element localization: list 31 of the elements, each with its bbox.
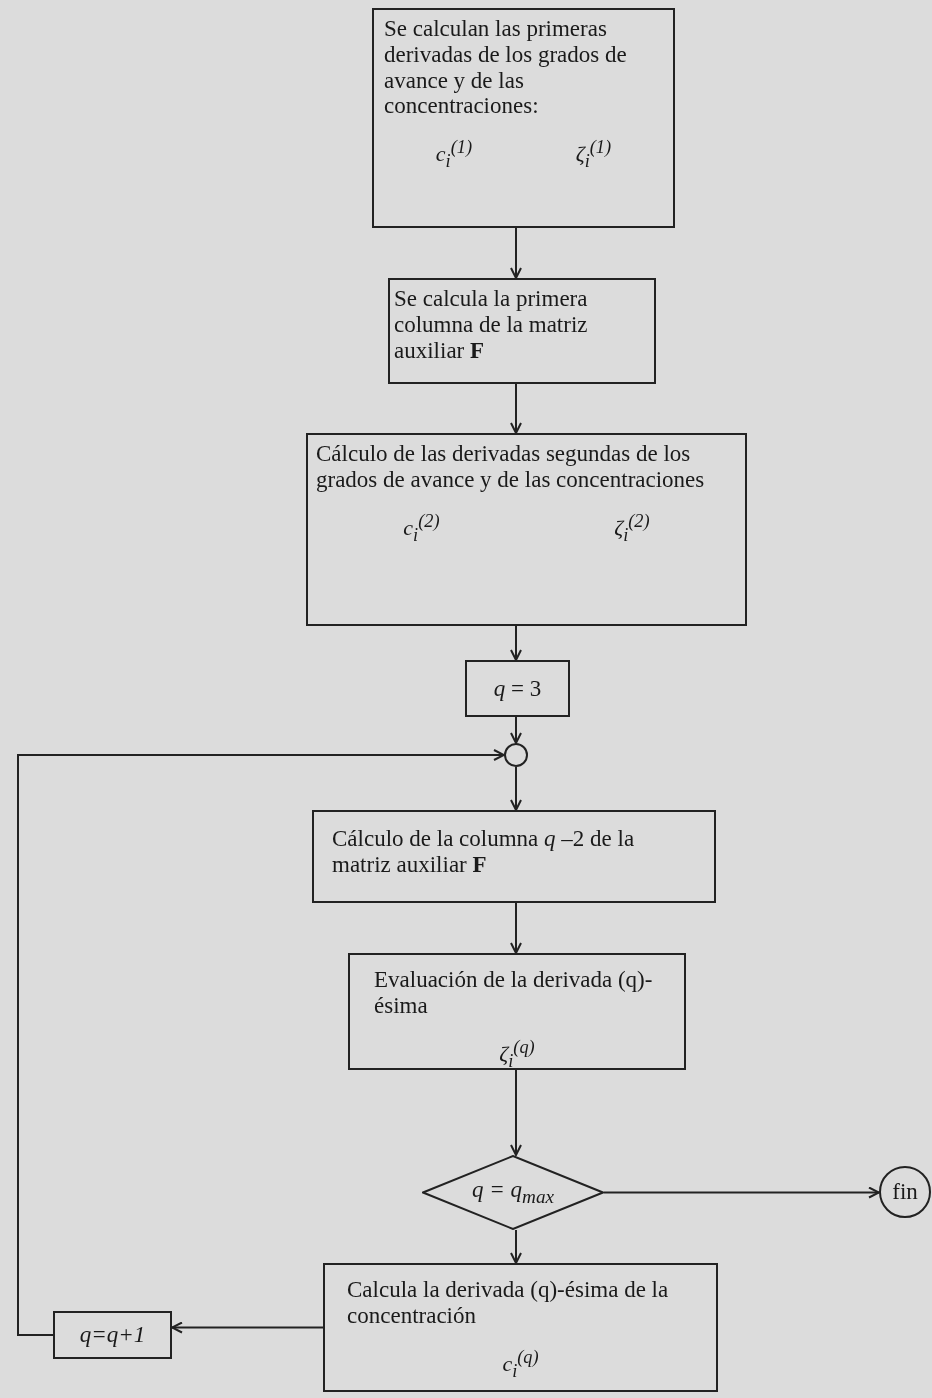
arrow	[510, 227, 522, 279]
step-text: Cálculo de la columna q –2 de la matriz auxiliar F	[332, 826, 636, 878]
arrow	[17, 749, 505, 1336]
process-box	[306, 433, 747, 626]
condition-text: q = q$_{max}$	[472, 1177, 554, 1208]
terminal-circle	[879, 1166, 931, 1218]
step-text: Calcula la derivada (q)-ésima de la concentración	[347, 1277, 670, 1329]
process-box	[388, 278, 656, 384]
process-box	[465, 660, 570, 717]
arrow	[510, 766, 522, 811]
arrow	[510, 1069, 522, 1156]
formula-text: q=q+1	[79, 1322, 146, 1348]
arrow	[510, 625, 522, 661]
formula-text: q = 3	[493, 675, 542, 702]
arrow	[510, 902, 522, 954]
process-box	[312, 810, 716, 903]
process-box	[348, 953, 686, 1070]
arrow	[603, 1186, 880, 1199]
process-box	[53, 1311, 172, 1359]
process-box	[323, 1263, 718, 1392]
arrow	[171, 1321, 324, 1334]
step-text: Cálculo de las derivadas segundas de los grados de avance y de las concentraciones	[316, 441, 706, 493]
arrow	[510, 383, 522, 434]
terminal-text: fin	[892, 1179, 918, 1205]
process-box	[372, 8, 675, 228]
step-text: Se calculan las primeras derivadas de los grados de avance y de las concentraciones:	[384, 16, 628, 119]
arrow	[510, 716, 522, 744]
step-text: Evaluación de la derivada (q)-ésima	[374, 967, 654, 1019]
connector-circle	[504, 743, 528, 767]
arrow	[510, 1229, 522, 1264]
step-text: Se calcula la primera columna de la matriz auxiliar F	[394, 286, 589, 364]
